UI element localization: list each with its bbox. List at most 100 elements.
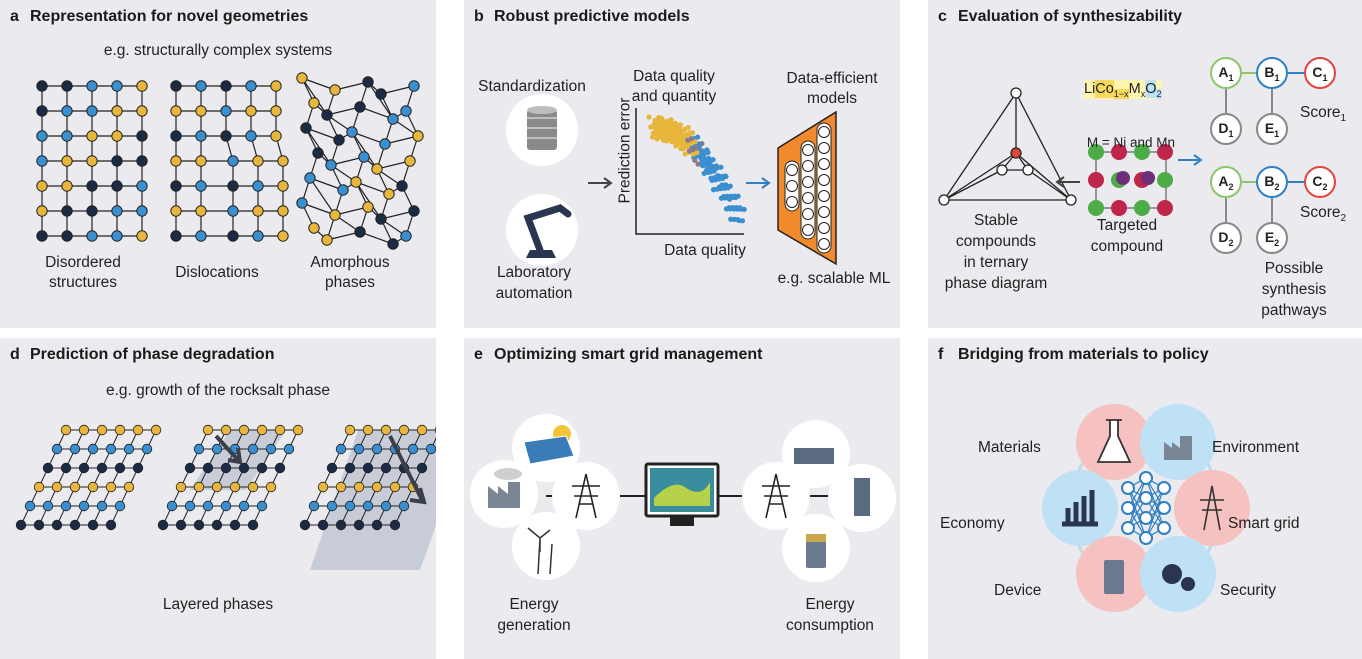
nn-node (1139, 471, 1153, 485)
atom (277, 230, 289, 242)
atom (211, 481, 223, 493)
atom (325, 159, 337, 171)
neuron-column (816, 122, 832, 254)
label-economy: Economy (940, 515, 1005, 532)
robot-arm-icon (523, 204, 572, 254)
nn-node (1157, 521, 1171, 535)
atom (175, 481, 187, 493)
atom (111, 205, 123, 217)
atom (292, 424, 304, 436)
atom (308, 500, 320, 512)
atom (375, 213, 387, 225)
atom (283, 443, 295, 455)
scatter-point (725, 185, 731, 191)
battery-icon (806, 534, 826, 568)
gear-icon (1181, 577, 1195, 591)
synthesizability-figure (938, 57, 1336, 254)
atom (247, 519, 259, 531)
atom (304, 172, 316, 184)
atom (136, 205, 148, 217)
tall-building-icon (854, 478, 870, 516)
nn-node (1139, 511, 1153, 525)
atom (344, 462, 356, 474)
neuron (786, 180, 798, 192)
crystal-atom (1141, 171, 1155, 185)
atom (354, 101, 366, 113)
scatter-point (654, 136, 660, 142)
atom (371, 519, 383, 531)
atom (371, 481, 383, 493)
scatter-point (688, 136, 694, 142)
label-amorphous-2: phases (325, 274, 375, 291)
scatter-point (739, 218, 746, 224)
atom (270, 130, 282, 142)
atom (36, 105, 48, 117)
pathway-node (1210, 166, 1242, 198)
pathway-node (1210, 113, 1242, 145)
wind-turbine-icon (527, 527, 553, 575)
label-data-efficient-2: models (807, 90, 857, 107)
atom (195, 180, 207, 192)
scatter-point (705, 149, 711, 156)
atom (277, 155, 289, 167)
pathway-node (1256, 113, 1288, 145)
atom (24, 500, 36, 512)
bond (301, 77, 328, 116)
atom (380, 500, 392, 512)
scatter-point (646, 114, 652, 120)
atom (61, 130, 73, 142)
lattice-figures (36, 72, 424, 250)
atom (96, 462, 108, 474)
crystal-atom (1134, 144, 1150, 160)
atom (86, 155, 98, 167)
scatter-point (663, 132, 669, 138)
neuron (818, 222, 830, 234)
atom (247, 443, 259, 455)
atom (362, 500, 374, 512)
atom (329, 209, 341, 221)
atom (333, 134, 345, 146)
policy-figure (1042, 404, 1250, 612)
bond (301, 202, 336, 216)
atom (184, 500, 196, 512)
neuron (802, 192, 814, 204)
atom (299, 519, 311, 531)
bond (309, 177, 344, 191)
scatter-point (661, 137, 667, 143)
atom (36, 130, 48, 142)
atom (227, 155, 239, 167)
atom (265, 443, 277, 455)
atom (195, 105, 207, 117)
atom (111, 80, 123, 92)
scatter-point (659, 127, 665, 133)
scatter-point (732, 194, 738, 201)
smartgrid-circle (1174, 470, 1250, 546)
atom (33, 519, 45, 531)
atom (150, 424, 162, 436)
pathway-node (1210, 57, 1242, 89)
scatter-point (661, 122, 667, 128)
scatter-axes (635, 108, 744, 235)
crystal-atom (1134, 200, 1150, 216)
atom (86, 230, 98, 242)
pathway-node-label: D1 (1218, 120, 1234, 139)
atom (245, 80, 257, 92)
atom (321, 234, 333, 246)
atom (61, 230, 73, 242)
label-cons-1: Energy (805, 596, 855, 613)
arrow-right-icon (588, 177, 613, 189)
atom (229, 481, 241, 493)
atom (408, 80, 420, 92)
label-possible-1: Possible (1264, 260, 1324, 277)
atom (252, 230, 264, 242)
formula: LiCo1−xMxO2 (1084, 80, 1162, 99)
solar-panel-icon (523, 435, 575, 465)
nn-edge (1145, 487, 1165, 539)
scatter-point (654, 127, 660, 134)
atom (60, 500, 72, 512)
phase-line (1015, 152, 1072, 201)
